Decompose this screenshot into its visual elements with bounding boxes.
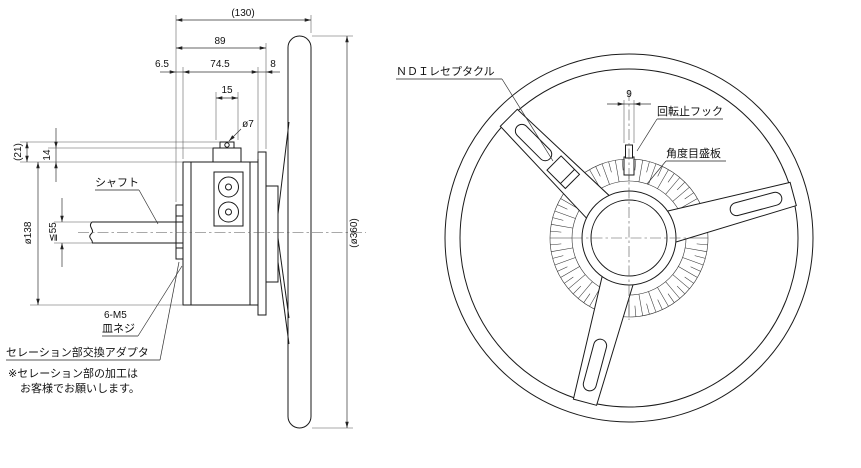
dim-8: 8 [270, 59, 276, 70]
label-rotation-stop-hook: 回転止フック [657, 105, 723, 118]
wheel-hub-boss [265, 185, 279, 283]
label-angle-scale-plate: 角度目盛板 [666, 146, 721, 160]
wheel-rim-inner [459, 68, 799, 408]
top-boss [212, 147, 242, 163]
clamp-screw-upper [218, 176, 239, 198]
clamp-screw-lower [218, 201, 239, 223]
spoke-slot [582, 338, 608, 392]
label-ndi-receptacle: ＮＤＩレセプタクル [396, 65, 495, 78]
spoke-upper-left [499, 108, 610, 219]
spoke-slot [729, 191, 783, 217]
label-screw-spec: 6-M5 [104, 310, 127, 321]
dim-dia7: ø7 [242, 119, 254, 130]
side-view [78, 35, 366, 429]
mount-flange [257, 151, 267, 316]
encoder-body [182, 161, 259, 306]
dim-dia138: ø138 [23, 221, 34, 244]
dim-74-5: 74.5 [210, 59, 230, 70]
side-view-callouts: シャフト 6-M5 皿ネジ セレーション部交換アダプタ ※セレーション部の加工は… [6, 177, 183, 395]
clamp-block [213, 171, 244, 227]
dim-130: (130) [231, 8, 254, 19]
dim-14: 14 [42, 149, 53, 161]
shaft-break-line [89, 221, 94, 244]
front-view [444, 53, 814, 423]
label-shaft: シャフト [95, 177, 139, 189]
spoke-slot [514, 123, 553, 162]
ndi-receptacle [546, 155, 581, 190]
spoke-right [666, 181, 797, 243]
spoke-projection-upper [277, 121, 290, 215]
dim-6-5: 6.5 [155, 59, 169, 70]
front-view-dimensions: 9 [607, 89, 651, 143]
spoke-projection-lower2 [277, 261, 290, 345]
note-line2: お客様でお願いします。 [20, 381, 140, 395]
label-adapter: セレーション部交換アダプタ [6, 345, 149, 359]
dim-21: (21) [13, 143, 24, 161]
label-screw-type: 皿ネジ [102, 322, 135, 335]
side-view-extension-lines [20, 15, 353, 429]
dim-15: 15 [221, 85, 233, 96]
wheel-rim-side [287, 35, 312, 429]
top-cap [219, 141, 235, 149]
side-view-dimension-lines [25, 18, 349, 428]
spoke-lower [572, 275, 634, 406]
serration-adapter [175, 204, 184, 260]
dim-89: 89 [214, 36, 226, 47]
dim-dia360: (ø360) [349, 218, 360, 247]
dim-9: 9 [626, 89, 632, 100]
note-line1: ※セレーション部の加工は [8, 366, 138, 380]
dim-dia55: ≦55 [48, 222, 59, 242]
front-view-callouts: ＮＤＩレセプタクル 回転止フック 角度目盛板 [396, 65, 726, 185]
hole-dia7 [224, 142, 230, 148]
wheel-rim-outer [444, 53, 814, 423]
spoke-projection-lower1 [277, 237, 290, 319]
